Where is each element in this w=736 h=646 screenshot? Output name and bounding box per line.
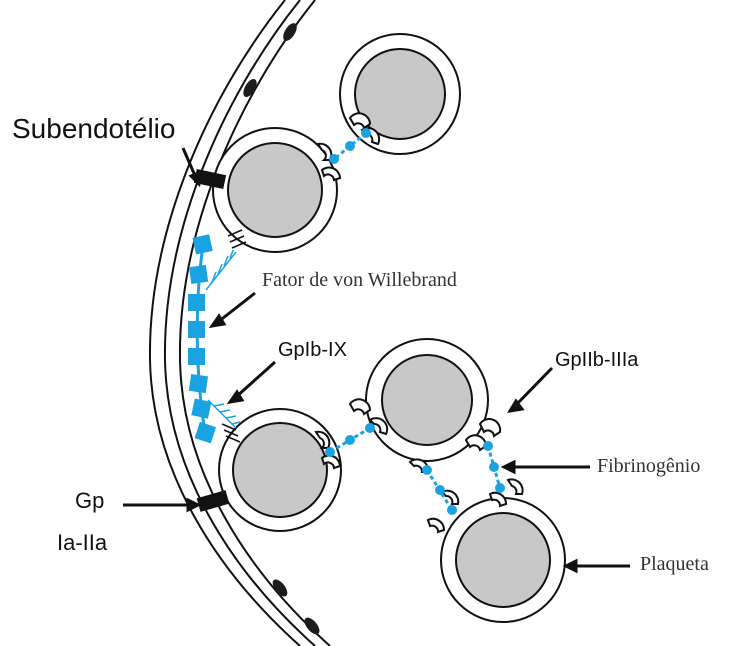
endothelial-nuclei [241,21,323,637]
arrow-fibrinogenio [504,462,590,472]
arrow-plaqueta [566,561,630,571]
label-plaqueta: Plaqueta [640,554,709,574]
fibrinogen-bridges [316,113,523,532]
label-gpib-ix: GpIb-IX [278,340,347,360]
platelet-top-right [340,34,460,154]
vwf-multimer [188,230,246,443]
label-gpiib-iiia: GpIIb-IIIa [555,350,638,370]
label-subendotelio: Subendotélio [12,115,175,143]
label-fibrinogenio: Fibrinogênio [597,456,700,476]
platelet-lower-adherent [219,409,341,531]
arrow-vwf [212,293,255,326]
platelet-bottom-right [441,498,565,622]
arrow-subendotelio [183,148,201,184]
label-ia-iia: Ia-IIa [57,532,107,554]
arrow-gp-ia-iia [123,500,198,510]
arrow-gpib [230,362,275,402]
vessel-wall [150,0,330,646]
platelet-upper-adherent [213,128,337,252]
platelets [213,34,565,622]
label-vwf: Fator de von Willebrand [262,270,457,290]
label-gp: Gp [75,490,104,512]
arrow-gpiib [510,368,552,411]
